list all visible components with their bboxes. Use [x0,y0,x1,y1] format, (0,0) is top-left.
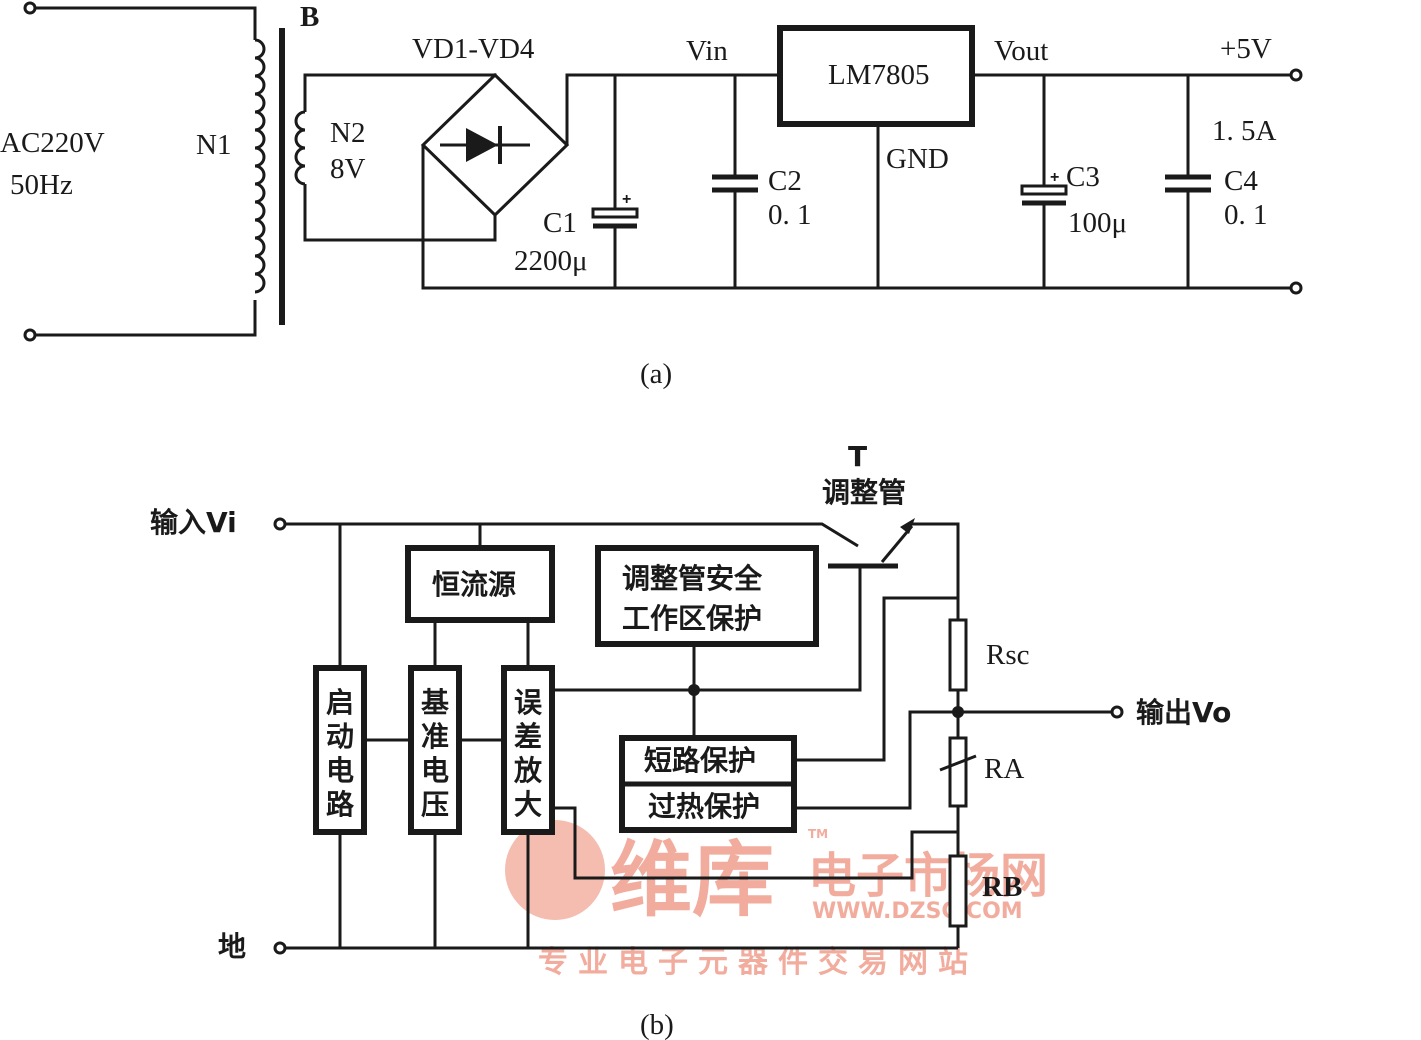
output-label: 输出Vo [1136,696,1231,729]
const-current-block [405,545,555,623]
output-voltage-label: +5V [1220,33,1272,65]
secondary-lead-bottom [303,184,497,242]
error-amp-to-base [552,566,862,692]
ra-resistor [948,736,968,808]
feedback-line [552,806,958,880]
startup-char-2: 动 [326,720,354,753]
startup-char-3: 电 [326,754,354,787]
regulator-label: LM7805 [828,59,930,91]
const-current-label: 恒流源 [432,568,516,601]
c1-name: C1 [543,207,577,239]
ground-terminal [273,941,287,955]
output-terminal-positive [1289,68,1303,82]
transistor-desc: 调整管 [822,476,906,509]
c3-name: C3 [1066,161,1100,193]
c2-value: 0. 1 [768,199,812,231]
c4-name: C4 [1224,165,1258,197]
watermark-logo-icon [505,820,605,920]
startup-char-1: 启 [326,686,354,719]
thermal-protect-label: 过热保护 [648,790,760,823]
watermark-url: WWW.DZSC.COM [812,899,1023,924]
watermark-brand: 维库 [610,833,774,928]
error-amp-block [501,665,555,835]
vout-label: Vout [994,35,1048,67]
rb-label: RB [982,871,1022,903]
rsc-resistor [948,618,968,692]
c1-value: 2200μ [514,245,588,277]
reference-char-4: 压 [421,788,449,821]
error-amp-char-3: 放 [513,754,543,787]
error-amp-char-2: 差 [514,720,542,753]
output-terminal-ground [1289,281,1303,295]
soa-protect-line1: 调整管安全 [622,562,763,595]
bridge-label: VD1-VD4 [412,33,535,65]
watermark-market: 电子市场网 [808,848,1048,904]
ra-adjust-arrow [939,754,977,772]
error-amp-char-1: 误 [514,686,543,719]
diagram-b: 输入Vi 地 启 动 电 路 恒流源 基 准 电 压 误 差 放 大 [150,440,1231,1040]
primary-lead-top [35,6,257,40]
transistor-name: T [848,440,867,473]
startup-block [313,665,367,835]
ra-label: RA [984,753,1024,785]
primary-lead-bottom [35,300,257,337]
secondary-winding-label: N2 [330,117,365,149]
output-current-label: 1. 5A [1212,115,1277,147]
output-terminal [1110,705,1124,719]
diagram-a: AC220V 50Hz N1 B N2 8V VD1-VD4 + C1 2200… [0,1,1303,390]
ac-input-terminal-bottom [23,328,37,342]
lm7805-regulator [777,25,975,127]
primary-winding-label: N1 [196,129,231,161]
rb-resistor [948,854,968,928]
short-protect-label: 短路保护 [644,744,756,777]
c3-plate-positive [1020,184,1068,196]
reference-char-1: 基 [421,686,449,719]
caption-a: (a) [640,358,672,390]
secondary-voltage-label: 8V [330,153,366,185]
ground-rail-a [421,145,1296,290]
positive-rail [565,73,780,145]
ac-input-terminal-top [23,1,37,15]
watermark-tm: TM [808,827,828,841]
caption-b: (b) [640,1009,674,1040]
c1-plus-sign: + [622,191,631,208]
watermark-slogan: 专业电子元器件交易网站 [538,945,978,980]
secondary-coil [294,110,306,186]
input-terminal [273,517,287,531]
ground-label: 地 [218,930,246,963]
gnd-label: GND [886,143,949,175]
primary-coil [254,38,266,294]
reference-char-2: 准 [421,720,449,753]
reference-block [408,665,462,835]
rsc-label: Rsc [986,639,1030,671]
startup-char-4: 路 [326,788,355,821]
vin-label: Vin [686,35,728,67]
emitter-to-rsc [912,522,960,620]
input-label: 输入Vi [150,506,237,539]
soa-protect-block [595,545,819,647]
c3-plus-sign: + [1050,169,1059,186]
soa-protect-line2: 工作区保护 [622,602,762,635]
thermal-protect-sense-line [794,710,958,810]
c1-plate-positive [591,207,639,219]
transistor-emitter-arrow-icon [900,518,915,534]
input-freq-label: 50Hz [10,169,73,201]
c2-name: C2 [768,165,802,197]
input-rail [285,522,859,548]
input-voltage-label: AC220V [0,127,105,159]
watermark: 维库 电子市场网 TM WWW.DZSC.COM 专业电子元器件交易网站 [505,820,1048,980]
c4-value: 0. 1 [1224,199,1268,231]
c3-value: 100μ [1068,207,1127,239]
reference-char-3: 电 [421,754,449,787]
error-amp-char-4: 大 [514,788,542,821]
transformer-label: B [300,1,319,33]
short-protect-sense-line [794,596,958,762]
